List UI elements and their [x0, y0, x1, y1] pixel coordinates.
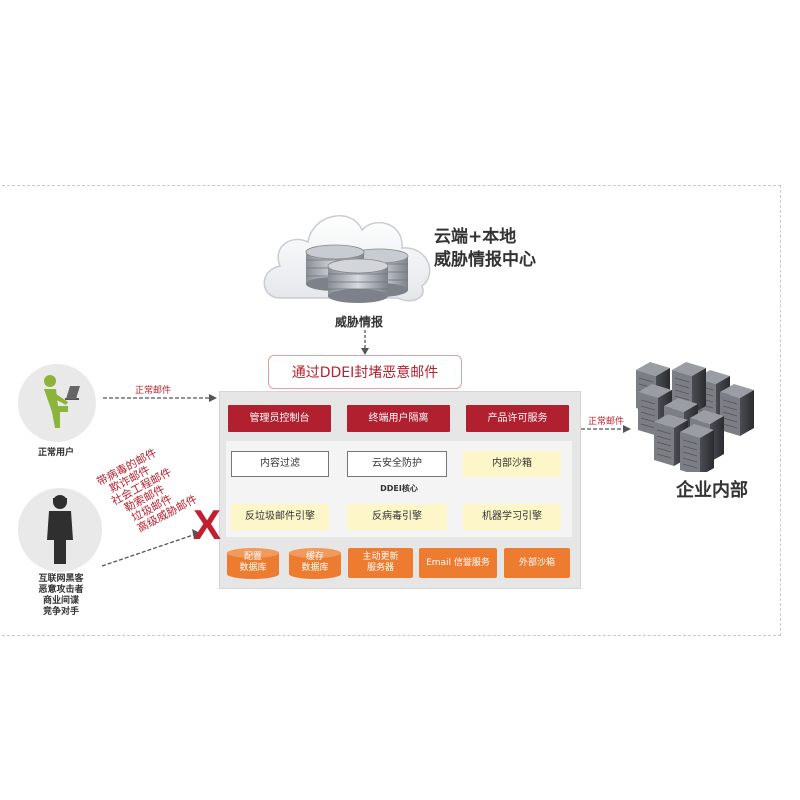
attacker-figure-icon [47, 495, 73, 564]
attacker-line-4: 竞争对手 [42, 607, 79, 617]
cloud-title-line2: 威胁情报中心 [434, 250, 536, 270]
database-cylinder-icon [227, 548, 279, 579]
normal-mail-label-right: 正常邮件 [588, 417, 625, 427]
active-update-line2: 服务器 [366, 563, 394, 573]
antivirus-engine-box: 反病毒引擎 [347, 504, 447, 530]
cloud-down-arrow [361, 330, 369, 355]
attacker-line-1: 互联网黑客 [38, 574, 84, 584]
ml-engine-box: 机器学习引擎 [463, 504, 561, 530]
antispam-engine-box: 反垃圾邮件引擎 [231, 504, 329, 530]
license-service-button: 产品许可服务 [466, 405, 569, 432]
block-x-icon: X [193, 501, 222, 548]
external-sandbox-box: 外部沙箱 [504, 548, 570, 578]
config-database: 配置数据库 [226, 548, 280, 579]
ddei-block-box: 通过DDEI封堵恶意邮件 [268, 355, 462, 389]
enterprise-servers-icon [636, 362, 755, 472]
internal-sandbox-box: 内部沙箱 [463, 451, 561, 477]
cache-db-line1: 缓存 [305, 552, 324, 562]
user-at-laptop-icon [44, 375, 80, 428]
diagram-frame [2, 185, 781, 636]
ddei-core-label: DDEI核心 [380, 484, 418, 493]
admin-console-button: 管理员控制台 [228, 405, 331, 432]
attacker-line-2: 恶意攻击者 [38, 585, 84, 595]
threat-intel-caption: 威胁情报 [335, 315, 384, 329]
end-user-quarantine-button: 终端用户隔离 [347, 405, 450, 432]
database-cylinder-icon [289, 548, 341, 579]
normal-mail-label-left: 正常邮件 [135, 386, 172, 396]
cache-db-line2: 数据库 [301, 563, 329, 573]
config-db-line2: 数据库 [239, 563, 267, 573]
attacker-line-3: 商业间谍 [42, 596, 79, 606]
cloud-security-box: 云安全防护 [347, 451, 447, 477]
attack-arrow [101, 529, 200, 567]
email-reputation-box: Email 信誉服务 [419, 548, 497, 578]
cloud-database-icon [263, 215, 431, 303]
config-db-line1: 配置 [243, 552, 262, 562]
enterprise-label: 企业内部 [676, 480, 748, 501]
cache-database: 缓存数据库 [288, 548, 342, 579]
cloud-title-line1: 云端+本地 [434, 227, 517, 247]
normal-mail-arrow-right [581, 425, 631, 433]
attacker-label: 互联网黑客 恶意攻击者 商业间谍 竞争对手 [36, 574, 86, 618]
content-filter-box: 内容过滤 [231, 451, 329, 477]
normal-mail-arrow-left [103, 394, 217, 402]
active-update-line1: 主动更新 [362, 552, 399, 562]
normal-user-label: 正常用户 [38, 448, 75, 458]
active-update-server-box: 主动更新服务器 [348, 548, 413, 578]
